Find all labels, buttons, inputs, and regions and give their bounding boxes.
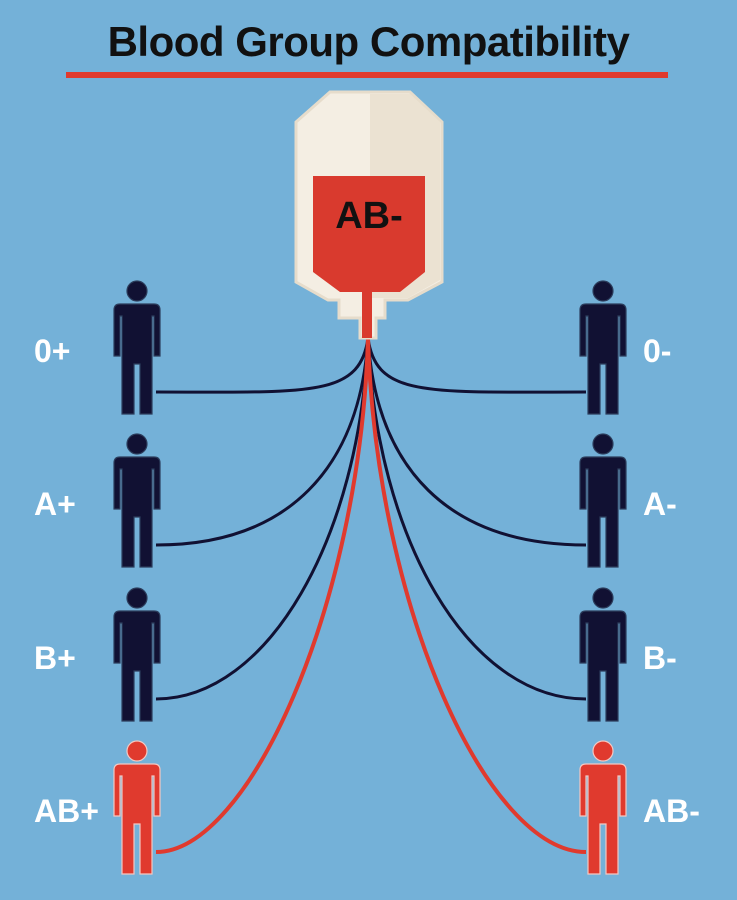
connection-line-ABneg (366, 337, 587, 854)
blood-bag-icon (294, 90, 444, 340)
blood-group-label: A- (643, 486, 677, 522)
page-title: Blood Group Compatibility (107, 18, 630, 65)
connection-line-Apos (155, 337, 370, 547)
person-icon (579, 280, 627, 415)
donor-group-label: AB- (335, 195, 403, 237)
person-icon (579, 740, 627, 875)
blood-group-label: B+ (34, 640, 76, 676)
connection-line-ABpos (155, 337, 370, 854)
person-icon (579, 587, 627, 722)
connection-line-0neg (366, 337, 587, 394)
person-icon (113, 280, 161, 415)
person-icon (113, 740, 161, 875)
person-icon (113, 587, 161, 722)
blood-group-label: 0- (643, 333, 672, 369)
connection-line-0pos (155, 337, 370, 394)
person-icon (579, 433, 627, 568)
person-icon (113, 433, 161, 568)
blood-group-label: AB- (643, 793, 700, 829)
blood-group-label: B- (643, 640, 677, 676)
blood-group-label: A+ (34, 486, 76, 522)
title-underline (66, 72, 668, 78)
blood-group-label: 0+ (34, 333, 71, 369)
connection-line-Bneg (366, 337, 587, 701)
connection-line-Bpos (155, 337, 370, 701)
connection-line-Aneg (366, 337, 587, 547)
blood-bag-fill (313, 176, 425, 292)
blood-bag-tube (362, 292, 372, 338)
blood-group-label: AB+ (34, 793, 99, 829)
